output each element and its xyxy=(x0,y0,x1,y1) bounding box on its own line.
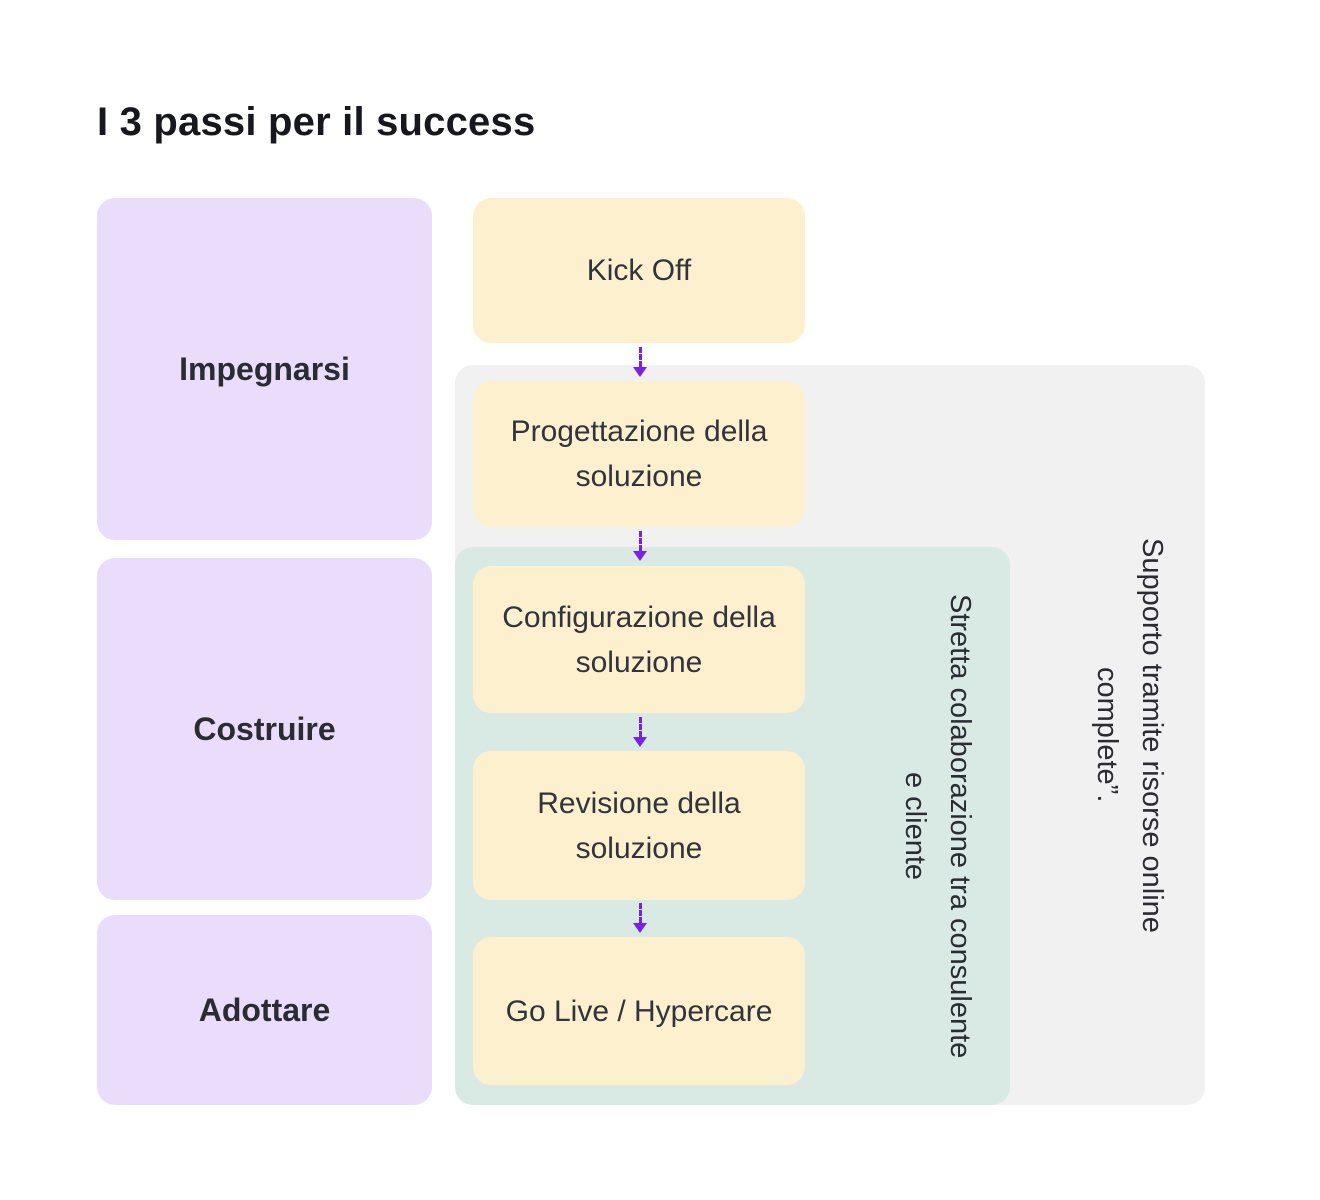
stage-label: Adottare xyxy=(198,991,331,1028)
step-box-configurazione: Configurazione della soluzione xyxy=(473,566,805,713)
flow-arrow-down-icon xyxy=(632,347,648,379)
step-box-go-live: Go Live / Hypercare xyxy=(473,937,805,1085)
flow-arrow-down-icon xyxy=(632,531,648,563)
step-label: Progettazione della soluzione xyxy=(510,415,768,493)
flow-arrow-down-icon xyxy=(632,717,648,749)
step-label: Configurazione della soluzione xyxy=(502,600,776,679)
arrow-shaft xyxy=(638,717,642,737)
stage-label: Costruire xyxy=(193,710,336,747)
stage-box-impegnarsi: Impegnarsi xyxy=(97,198,432,540)
arrow-head xyxy=(633,367,647,377)
step-label: Go Live / Hypercare xyxy=(505,994,773,1028)
arrow-shaft xyxy=(638,531,642,551)
support-note: Supporto tramite risorse online complete… xyxy=(1091,537,1168,933)
arrow-shaft xyxy=(638,903,642,923)
stage-box-adottare: Adottare xyxy=(97,915,432,1105)
arrow-head xyxy=(633,551,647,561)
page-title: I 3 passi per il success xyxy=(97,100,536,144)
arrow-head xyxy=(633,737,647,747)
arrow-head xyxy=(633,923,647,933)
stage-label: Impegnarsi xyxy=(179,350,350,387)
step-box-progettazione: Progettazione della soluzione xyxy=(473,381,805,527)
flow-arrow-down-icon xyxy=(632,903,648,935)
step-box-kick-off: Kick Off xyxy=(473,198,805,343)
arrow-shaft xyxy=(638,347,642,367)
collaboration-note: Stretta colaborazione tra consulente e c… xyxy=(899,593,976,1059)
step-box-revisione: Revisione della soluzione xyxy=(473,751,805,900)
step-label: Revisione della soluzione xyxy=(537,786,741,865)
stage-box-costruire: Costruire xyxy=(97,558,432,900)
step-label: Kick Off xyxy=(586,254,692,287)
